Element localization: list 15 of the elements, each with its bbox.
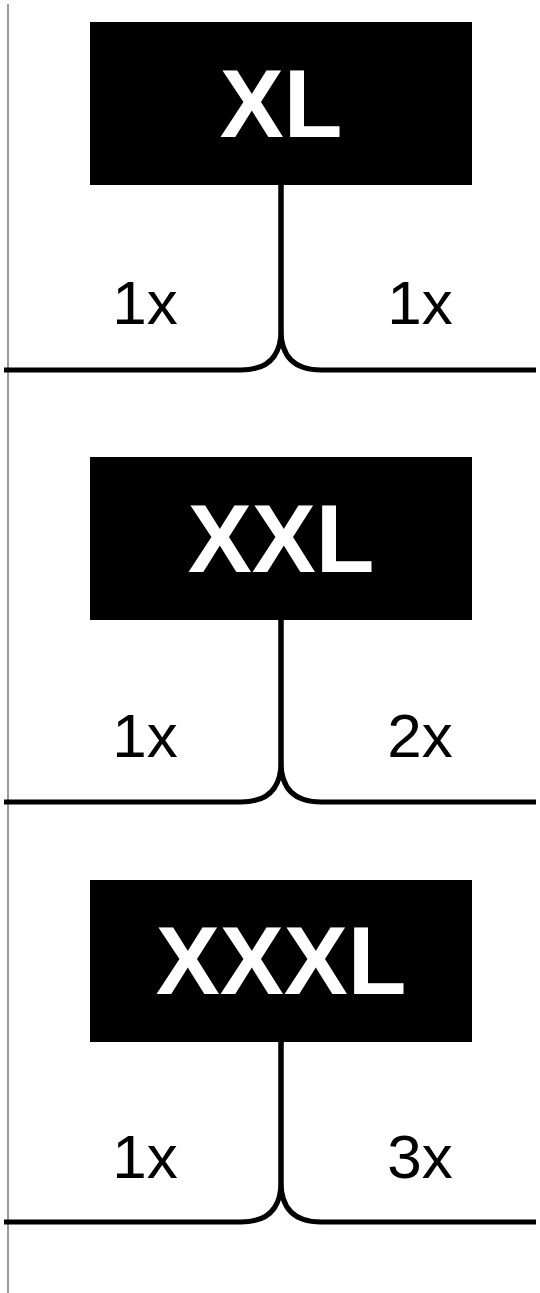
size-label: XL — [219, 55, 343, 152]
size-label: XXXL — [155, 913, 407, 1009]
size-box — [90, 22, 472, 185]
count-label: 3x — [387, 1126, 453, 1188]
size-box — [90, 457, 472, 620]
size-box — [90, 880, 472, 1042]
branch-line — [278, 185, 536, 373]
count-label: 1x — [112, 272, 178, 334]
count-label: 1x — [387, 272, 453, 334]
count-label: 1x — [112, 705, 178, 767]
branch-line — [278, 620, 536, 805]
count-label: 1x — [112, 1126, 178, 1188]
size-label: XXL — [187, 490, 375, 587]
count-label: 2x — [387, 705, 453, 767]
branch-line — [278, 1042, 536, 1225]
